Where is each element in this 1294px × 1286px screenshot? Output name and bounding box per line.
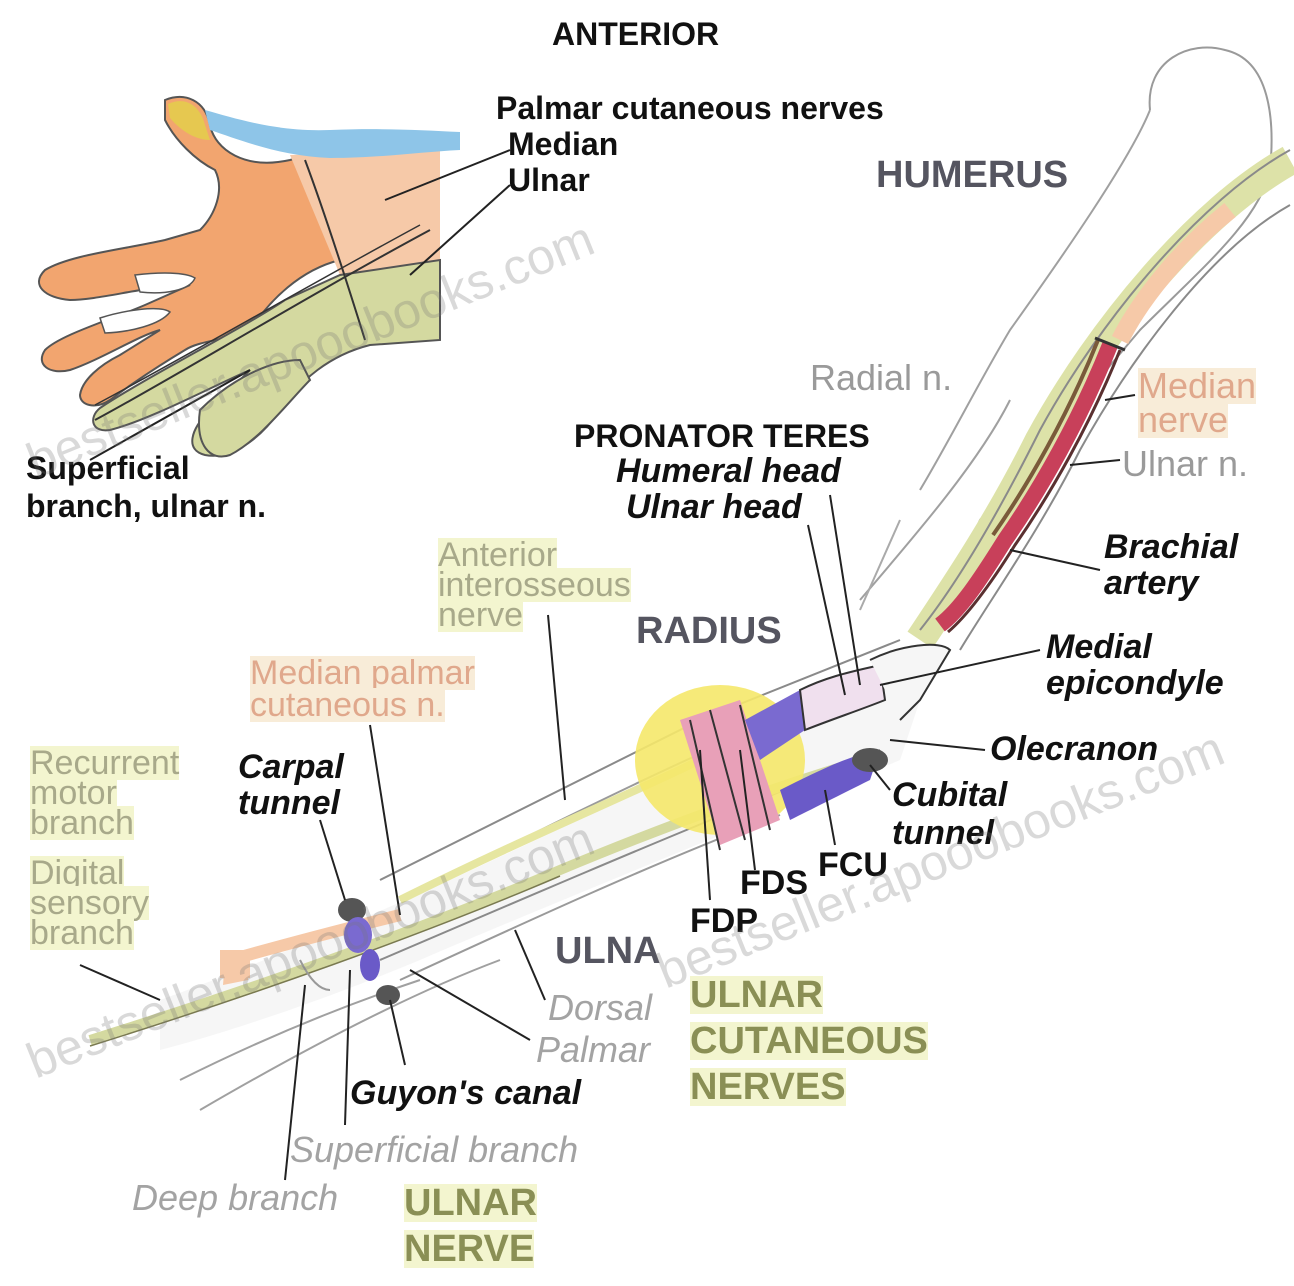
label-carpal-2: tunnel [238,786,340,820]
label-radius: RADIUS [636,612,782,650]
label-superficial-2: branch, ulnar n. [26,490,266,522]
label-radial-n: Radial n. [810,360,952,396]
leader-humeral-head [830,495,860,685]
leader-ain [548,615,565,800]
label-ulnar-head: Ulnar head [626,490,802,524]
leader-dorsal [515,930,545,1000]
label-palmar: Palmar [536,1032,650,1068]
label-median-hand: Median [508,128,618,160]
label-ulnar-hand: Ulnar [508,164,590,196]
label-cubital-1: Cubital [892,778,1007,812]
leader-guyons [390,1000,405,1065]
label-palmar-cutaneous: Palmar cutaneous nerves [496,92,884,124]
hand-palmar-cutaneous-strip [205,110,460,158]
label-ulna: ULNA [555,932,661,970]
label-guyons-canal: Guyon's canal [350,1076,581,1110]
label-recurrent-3: branch [30,806,134,840]
label-dorsal: Dorsal [548,990,652,1026]
leader-radial [860,520,900,610]
label-pronator-teres: PRONATOR TERES [574,420,870,452]
label-brachial-2: artery [1104,566,1199,600]
label-humerus: HUMERUS [876,156,1068,194]
leader-median-nerve [1105,395,1135,400]
leader-carpal [320,820,345,900]
label-deep-branch: Deep branch [132,1180,338,1216]
label-ucn-3: NERVES [690,1068,846,1106]
label-medial-epicondyle-1: Medial [1046,630,1152,664]
olecranon-knob [852,748,888,772]
label-ulnar-nerve-1: ULNAR [404,1184,537,1222]
label-median-palmar-2: cutaneous n. [250,688,445,722]
label-humeral-head: Humeral head [616,454,841,488]
label-median-palmar-1: Median palmar [250,656,475,690]
label-ulnar-nerve-2: NERVE [404,1230,534,1268]
leader-lines-grey [860,520,900,610]
label-brachial-1: Brachial [1104,530,1238,564]
label-ucn-2: CUTANEOUS [690,1022,928,1060]
label-ulnar-n: Ulnar n. [1122,446,1248,482]
label-medial-epicondyle-2: epicondyle [1046,666,1224,700]
label-digital-3: branch [30,916,134,950]
label-ain-3: nerve [438,598,523,632]
leader-ulnar-n [1070,460,1120,465]
guyons-canal-shape [376,985,400,1005]
label-superficial-branch: Superficial branch [290,1132,578,1168]
anterior-title: ANTERIOR [552,18,719,50]
leader-palmar [410,970,530,1040]
label-median-nerve-2: nerve [1138,402,1228,438]
leader-brachial [1010,550,1100,570]
label-carpal-1: Carpal [238,750,344,784]
